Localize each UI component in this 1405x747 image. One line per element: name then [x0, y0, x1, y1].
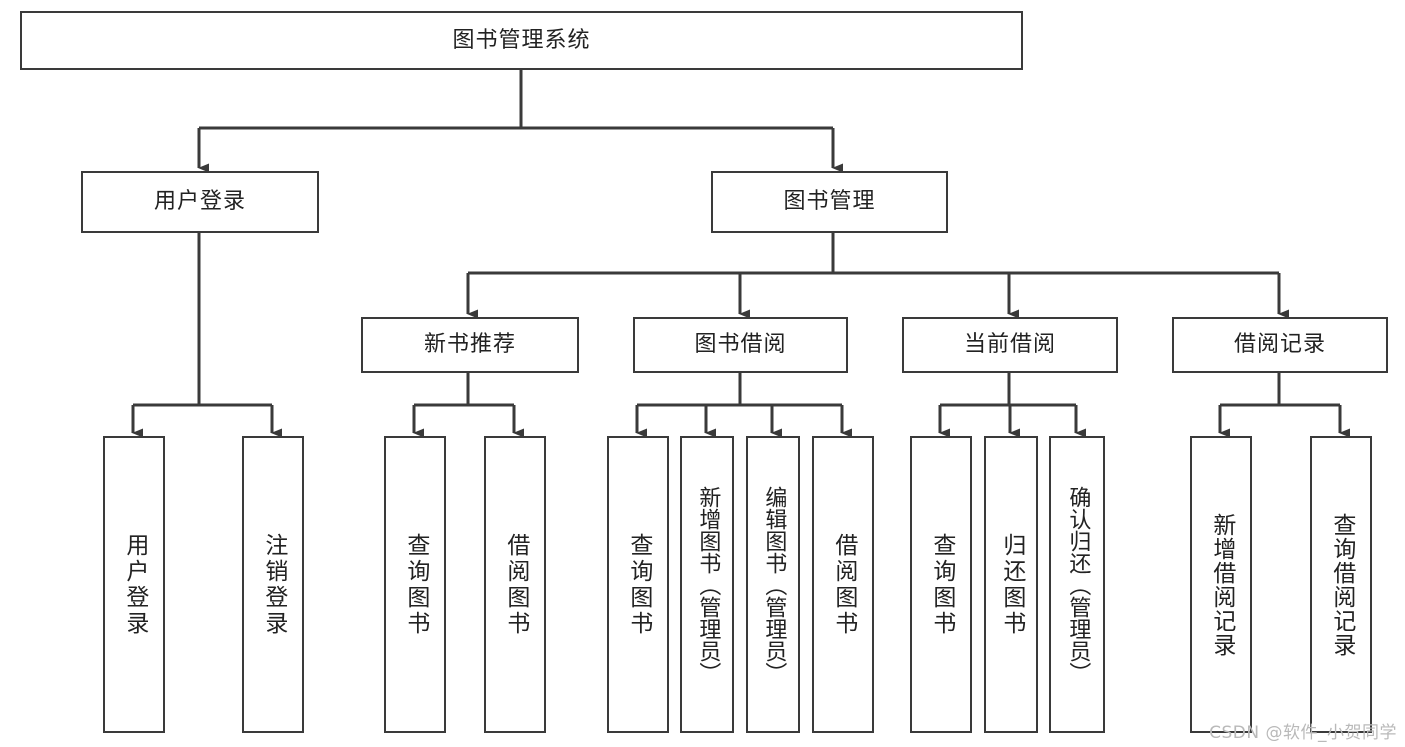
node-leaf-user-logout[interactable]: 注销登录: [242, 436, 304, 733]
node-leaf-user-logout-label: 注销登录: [260, 532, 287, 637]
node-leaf-add-book-label: 新增图书（管理员）: [695, 485, 721, 684]
node-book-borrow-label: 图书借阅: [694, 332, 787, 358]
node-leaf-return-book[interactable]: 归还图书: [984, 436, 1038, 733]
node-leaf-confirm-return[interactable]: 确认归还（管理员）: [1049, 436, 1105, 733]
node-leaf-query-borrow-record[interactable]: 查询借阅记录: [1310, 436, 1372, 733]
node-root[interactable]: 图书管理系统: [20, 11, 1023, 70]
node-leaf-user-login-label: 用户登录: [121, 532, 148, 637]
node-leaf-add-borrow-record-label: 新增借阅记录: [1208, 512, 1235, 657]
node-new-book-recommend-label: 新书推荐: [423, 332, 516, 358]
node-leaf-query-book-1[interactable]: 查询图书: [384, 436, 446, 733]
node-leaf-return-book-label: 归还图书: [998, 532, 1025, 637]
node-leaf-query-book-2[interactable]: 查询图书: [607, 436, 669, 733]
node-leaf-query-book-1-label: 查询图书: [402, 532, 429, 637]
node-book-manage[interactable]: 图书管理: [711, 171, 948, 233]
node-current-borrow[interactable]: 当前借阅: [902, 317, 1118, 373]
node-leaf-edit-book-label: 编辑图书（管理员）: [761, 485, 787, 684]
node-leaf-query-book-2-label: 查询图书: [625, 532, 652, 637]
node-leaf-borrow-book-1-label: 借阅图书: [502, 532, 529, 637]
node-leaf-edit-book[interactable]: 编辑图书（管理员）: [746, 436, 800, 733]
node-leaf-add-book[interactable]: 新增图书（管理员）: [680, 436, 734, 733]
node-leaf-borrow-book-2[interactable]: 借阅图书: [812, 436, 874, 733]
node-borrow-record[interactable]: 借阅记录: [1172, 317, 1388, 373]
node-leaf-user-login[interactable]: 用户登录: [103, 436, 165, 733]
node-leaf-query-book-3-label: 查询图书: [928, 532, 955, 637]
node-book-borrow[interactable]: 图书借阅: [633, 317, 848, 373]
node-leaf-borrow-book-1[interactable]: 借阅图书: [484, 436, 546, 733]
node-leaf-borrow-book-2-label: 借阅图书: [830, 532, 857, 637]
node-new-book-recommend[interactable]: 新书推荐: [361, 317, 579, 373]
node-book-manage-label: 图书管理: [783, 189, 876, 215]
node-borrow-record-label: 借阅记录: [1233, 332, 1326, 358]
node-user-login[interactable]: 用户登录: [81, 171, 319, 233]
node-user-login-label: 用户登录: [153, 189, 246, 215]
node-leaf-query-borrow-record-label: 查询借阅记录: [1328, 512, 1355, 657]
node-leaf-query-book-3[interactable]: 查询图书: [910, 436, 972, 733]
node-root-label: 图书管理系统: [452, 27, 591, 53]
node-current-borrow-label: 当前借阅: [963, 332, 1056, 358]
node-leaf-add-borrow-record[interactable]: 新增借阅记录: [1190, 436, 1252, 733]
node-leaf-confirm-return-label: 确认归还（管理员）: [1065, 485, 1091, 684]
